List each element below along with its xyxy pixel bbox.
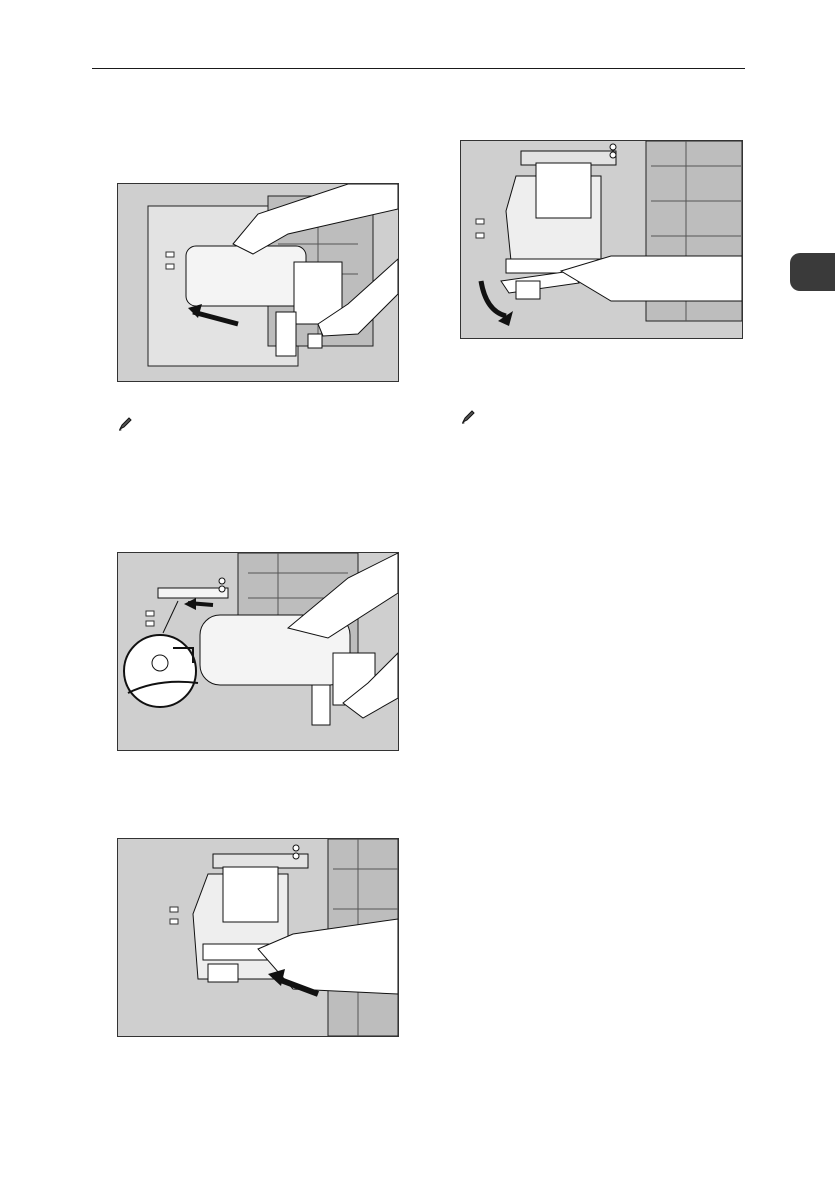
pencil-note-icon (117, 416, 133, 432)
pencil-note-icon (460, 409, 476, 425)
figure-turn-lever-down (460, 140, 743, 339)
section-tab[interactable] (790, 253, 835, 291)
figure-insert-unit-along-rail (117, 552, 399, 751)
header-rule (92, 68, 745, 69)
figure-push-lever-in (117, 838, 399, 1037)
figure-pull-out-unit (117, 183, 399, 382)
